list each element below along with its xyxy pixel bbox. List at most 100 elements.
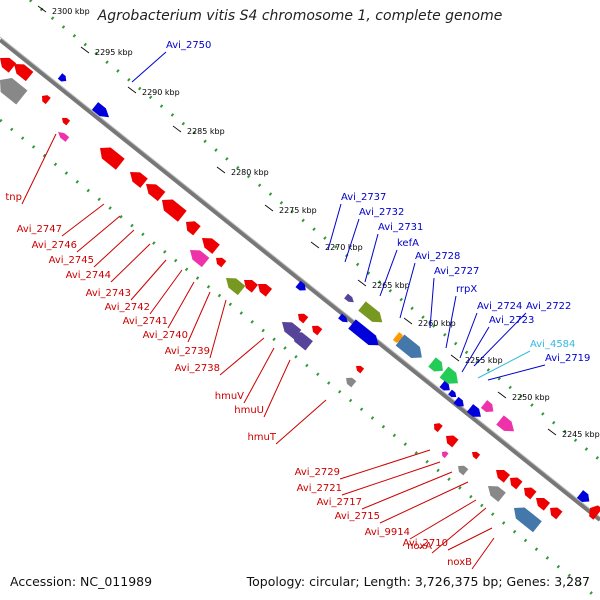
gene-label[interactable]: Avi_2727	[434, 266, 479, 277]
gene-forward	[576, 490, 590, 503]
gene-reverse	[346, 377, 357, 388]
gene-label[interactable]: Avi_2739	[165, 346, 210, 357]
genome-summary: Topology: circular; Length: 3,726,375 bp…	[246, 574, 590, 589]
gene-reverse	[58, 132, 70, 142]
position-tick	[357, 279, 367, 287]
gene-reverse	[356, 365, 365, 374]
position-label: 2290 kbp	[142, 88, 180, 97]
gene-label[interactable]: Avi_2723	[489, 315, 534, 326]
gene-label[interactable]: Avi_2741	[123, 316, 168, 327]
gene-label[interactable]: hmuV	[215, 391, 244, 402]
gene-reverse	[524, 487, 537, 500]
gene-reverse	[202, 238, 220, 254]
leader-line	[149, 269, 183, 315]
gene-label[interactable]: Avi_4584	[530, 339, 575, 350]
gene-label[interactable]: Avi_2743	[86, 288, 131, 299]
leader-line	[110, 243, 151, 283]
gene-label[interactable]: Avi_2721	[297, 483, 342, 494]
leader-line	[344, 218, 360, 263]
leader-line	[379, 481, 469, 524]
gene-forward	[496, 415, 515, 432]
gene-label[interactable]: Avi_2717	[317, 497, 362, 508]
gene-forward	[448, 389, 457, 398]
gene-label[interactable]: Avi_2731	[378, 222, 423, 233]
gene-label[interactable]: Avi_2728	[415, 251, 460, 262]
gene-label[interactable]: Avi_2738	[175, 363, 220, 374]
leader-line	[76, 215, 121, 253]
position-tick	[547, 428, 557, 436]
gene-forward	[57, 73, 67, 82]
gene-reverse	[312, 325, 323, 336]
leader-line	[93, 229, 135, 268]
position-label: 2250 kbp	[512, 393, 550, 402]
gene-label[interactable]: Avi_2737	[341, 192, 386, 203]
gene-reverse	[514, 507, 542, 533]
leader-line	[447, 527, 493, 551]
gene-label[interactable]: Avi_2722	[526, 301, 571, 312]
gene-label[interactable]: Avi_2715	[335, 511, 380, 522]
gene-reverse	[589, 505, 600, 520]
gene-label[interactable]: Avi_2742	[105, 302, 150, 313]
leader-line	[399, 262, 416, 319]
position-label: 2295 kbp	[95, 48, 133, 57]
gene-label[interactable]: Avi_9914	[365, 527, 410, 538]
gene-label[interactable]: noxB	[447, 557, 472, 568]
gc-track-outer	[29, 0, 600, 462]
gene-reverse	[0, 57, 17, 73]
gene-label[interactable]: Avi_2732	[359, 207, 404, 218]
gene-label[interactable]: Avi_2744	[66, 270, 111, 281]
gene-label[interactable]: rrpX	[456, 284, 477, 295]
gene-label[interactable]: Avi_2747	[17, 224, 62, 235]
gene-reverse	[442, 451, 449, 459]
gene-label[interactable]: Avi_2750	[166, 40, 211, 51]
gene-reverse	[146, 184, 166, 202]
leader-line	[339, 449, 431, 480]
position-label: 2245 kbp	[562, 430, 600, 439]
gene-reverse	[434, 423, 443, 433]
gene-label[interactable]: noxA	[407, 541, 432, 552]
position-tick	[80, 46, 90, 54]
map-title: Agrobacterium vitis S4 chromosome 1, com…	[97, 8, 503, 24]
gene-forward	[348, 319, 379, 346]
gene-label[interactable]: Avi_2746	[32, 240, 77, 251]
gene-forward	[466, 404, 481, 417]
position-tick	[450, 354, 460, 362]
gene-label[interactable]: Avi_2710	[403, 538, 448, 549]
gene-forward	[480, 400, 494, 413]
gene-label[interactable]: Avi_2745	[49, 255, 94, 266]
leader-line	[477, 350, 531, 379]
gene-forward	[439, 380, 450, 391]
gene-label[interactable]: kefA	[397, 238, 419, 249]
position-tick	[127, 86, 137, 94]
gene-forward	[395, 334, 422, 358]
position-label: 2285 kbp	[187, 127, 225, 136]
gene-reverse	[488, 486, 506, 502]
leader-line	[327, 203, 342, 251]
gene-reverse	[14, 64, 34, 82]
gene-label[interactable]: tnp	[5, 192, 22, 203]
leader-line	[187, 291, 211, 343]
leader-line	[130, 259, 167, 301]
position-label: 2255 kbp	[465, 356, 503, 365]
leader-line	[341, 461, 441, 496]
gene-label[interactable]: Avi_2740	[143, 330, 188, 341]
gene-forward	[344, 293, 354, 303]
gene-reverse	[510, 477, 523, 490]
gene-reverse	[550, 507, 563, 520]
leader-line	[243, 347, 275, 404]
gene-label[interactable]: hmuT	[247, 432, 276, 443]
gene-reverse	[190, 250, 210, 268]
position-label: 2270 kbp	[325, 243, 363, 252]
gc-track-inner	[0, 118, 600, 600]
gene-forward	[91, 102, 110, 118]
leader-line	[409, 499, 477, 540]
leader-line	[275, 399, 327, 445]
leader-line	[471, 537, 495, 570]
gene-label[interactable]: Avi_2724	[477, 301, 522, 312]
gene-reverse	[226, 278, 246, 296]
gene-label[interactable]: Avi_2719	[545, 353, 590, 364]
gene-label[interactable]: Avi_2729	[295, 467, 340, 478]
gene-label[interactable]: hmuU	[234, 405, 264, 416]
gene-reverse	[130, 172, 148, 188]
